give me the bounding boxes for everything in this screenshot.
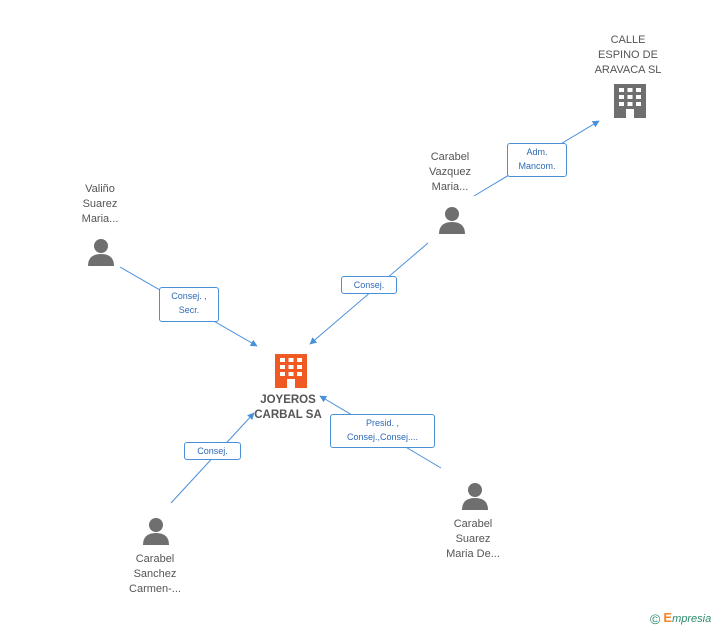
brand-footer: © Empresia [650, 610, 711, 627]
building-icon-calle[interactable] [614, 84, 646, 118]
brand-name: mpresia [672, 613, 712, 625]
person-icon-vazquez[interactable] [439, 207, 465, 234]
node-label-vazquez[interactable]: Carabel Vazquez Maria... [429, 151, 471, 193]
person-icon-valino[interactable] [88, 239, 114, 266]
node-label-sanchez[interactable]: Carabel Sanchez Carmen-... [129, 553, 181, 595]
node-label-suarez[interactable]: Carabel Suarez Maria De... [446, 518, 500, 560]
relation-label-vazquez-joyeros: Consej. [341, 276, 397, 294]
relation-label-valino-joyeros: Consej. , Secr. [159, 287, 219, 322]
node-label-joyeros[interactable]: JOYEROS CARBAL SA [254, 394, 322, 421]
copyright-icon: © [650, 611, 661, 628]
relation-label-sanchez-joyeros: Consej. [184, 442, 241, 460]
node-label-calle[interactable]: CALLE ESPINO DE ARAVACA SL [594, 34, 662, 76]
person-icon-sanchez[interactable] [143, 518, 169, 545]
brand-initial: E [663, 610, 673, 625]
node-label-valino[interactable]: Valiño Suarez Maria... [81, 183, 119, 225]
person-icon-suarez[interactable] [462, 483, 488, 510]
relation-label-suarez-joyeros: Presid. , Consej.,Consej.... [330, 414, 435, 448]
building-icon-joyeros[interactable] [275, 354, 307, 388]
relation-label-vazquez-calle: Adm. Mancom. [507, 143, 567, 177]
